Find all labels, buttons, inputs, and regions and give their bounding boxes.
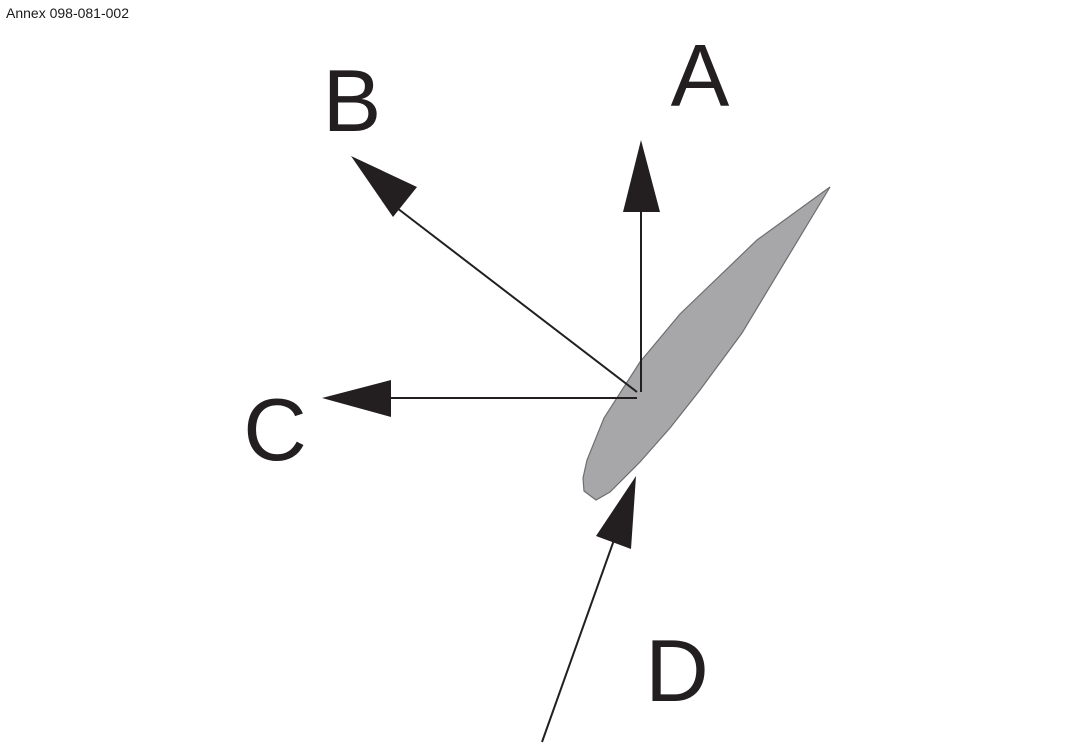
aerofoil-shape	[582, 186, 831, 501]
arrow-d	[541, 476, 636, 743]
label-d: D	[645, 621, 709, 720]
label-a: A	[671, 26, 730, 125]
label-b: B	[323, 51, 382, 150]
annex-caption: Annex 098-081-002	[6, 5, 129, 21]
arrow-d-shaft	[541, 539, 615, 743]
label-c: C	[243, 380, 307, 479]
arrow-d-head	[596, 476, 636, 549]
arrow-a-head	[623, 140, 660, 212]
arrow-c	[322, 380, 637, 417]
arrow-a	[623, 140, 660, 392]
arrow-b-head	[351, 156, 417, 217]
arrow-b-shaft	[396, 207, 638, 393]
arrow-c-head	[322, 380, 391, 417]
arrow-b	[351, 156, 638, 393]
